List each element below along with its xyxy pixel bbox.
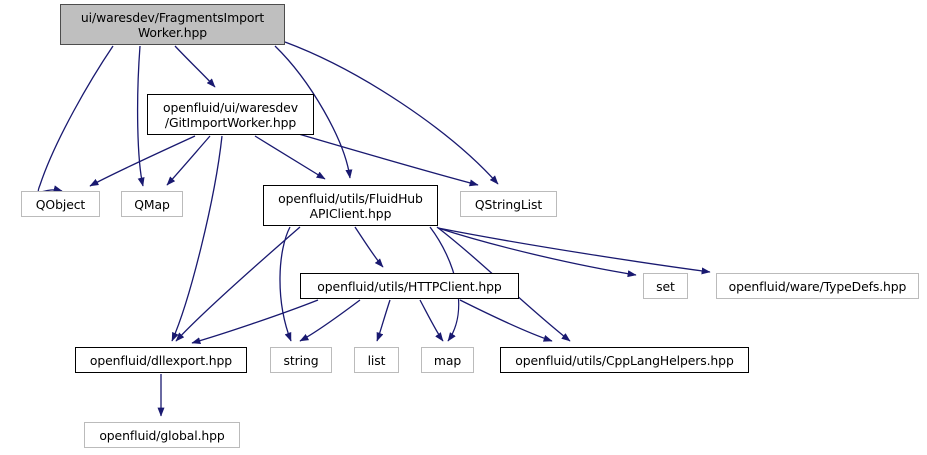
edge-httpclient-to-cpplanghelpers [459, 299, 553, 342]
node-gitimportworker[interactable]: openfluid/ui/waresdev /GitImportWorker.h… [147, 94, 314, 135]
node-qstringlist[interactable]: QStringList [460, 191, 557, 217]
node-map[interactable]: map [421, 347, 474, 373]
edge-gitimportworker-to-fluidhubapiclient [254, 135, 326, 180]
edge-gitimportworker-to-qobject [89, 135, 196, 187]
node-set[interactable]: set [643, 273, 688, 299]
edge-root-to-qmap [136, 45, 145, 187]
edge-gitimportworker-to-dllexport [171, 135, 223, 342]
node-httpclient[interactable]: openfluid/utils/HTTPClient.hpp [300, 273, 519, 299]
edge-httpclient-to-map [419, 299, 444, 342]
edge-fluidhubapiclient-to-typedefs [437, 227, 711, 275]
node-fluidhubapiclient[interactable]: openfluid/utils/FluidHub APIClient.hpp [263, 185, 438, 226]
node-list[interactable]: list [354, 347, 399, 373]
node-qmap[interactable]: QMap [121, 191, 183, 217]
node-typedefs[interactable]: openfluid/ware/TypeDefs.hpp [716, 273, 919, 299]
node-cpplanghelpers[interactable]: openfluid/utils/CppLangHelpers.hpp [500, 347, 749, 373]
edge-fluidhubapiclient-to-dllexport [175, 226, 301, 342]
edge-httpclient-to-dllexport [191, 299, 319, 345]
node-string[interactable]: string [270, 347, 332, 373]
edge-fluidhubapiclient-to-httpclient [354, 226, 384, 268]
node-root[interactable]: ui/waresdev/FragmentsImport Worker.hpp [60, 4, 285, 45]
node-dllexport[interactable]: openfluid/dllexport.hpp [75, 347, 247, 373]
node-global[interactable]: openfluid/global.hpp [84, 422, 240, 448]
edge-fluidhubapiclient-to-string [279, 226, 292, 342]
edge-root-to-qstringlist [284, 41, 499, 185]
edge-root-to-qobject [37, 45, 114, 193]
edge-gitimportworker-to-qmap [166, 135, 211, 186]
edge-httpclient-to-list [376, 299, 391, 342]
edge-httpclient-to-string [299, 299, 361, 342]
edge-gitimportworker-to-qstringlist [284, 129, 479, 187]
edge-fluidhubapiclient-to-set [437, 227, 637, 278]
edge-root-to-gitimportworker [174, 45, 216, 88]
node-qobject[interactable]: QObject [21, 191, 100, 217]
